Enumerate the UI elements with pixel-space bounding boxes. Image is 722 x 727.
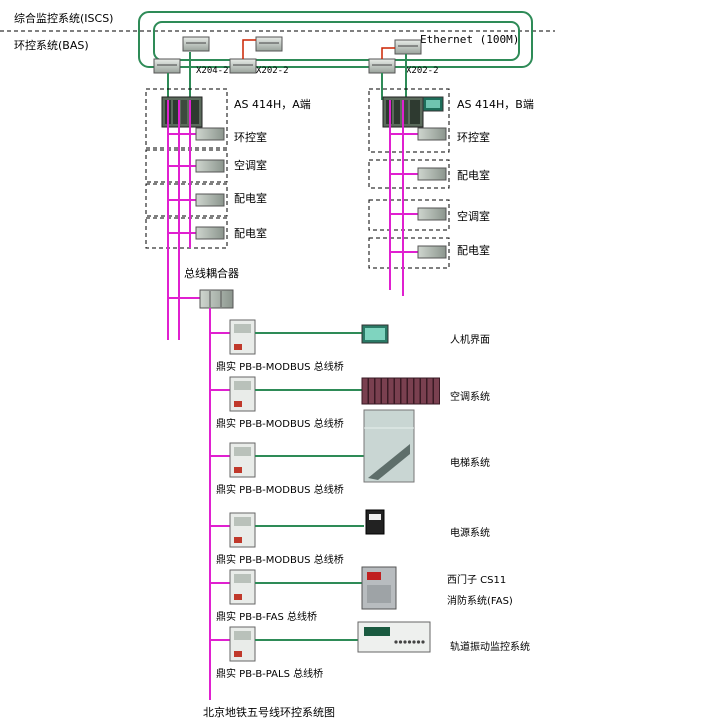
bridge-target-label: 人机界面 [450, 333, 490, 346]
power-supply-icon [365, 509, 385, 535]
plc-b-label: AS 414H，B端 [457, 98, 534, 111]
bus-bridge-device-icon [229, 569, 256, 605]
bridge-target-label: 电梯系统 [450, 456, 490, 469]
ethernet-ring-outer [138, 11, 533, 68]
bus-bridge-device-icon [229, 319, 256, 355]
bus-bridge-6: 鼎实 PB-B-PALS 总线桥 轨道振动监控系统 [210, 621, 530, 680]
vibration-instrument-icon [357, 621, 431, 653]
bus-bridge-2: 鼎实 PB-B-MODBUS 总线桥 空调系统 [210, 376, 490, 430]
bas-label: 环控系统(BAS) [14, 38, 89, 52]
switch-top-3 [394, 39, 422, 55]
switch-x202-2-a-label: X202-2 [256, 66, 289, 76]
room-b-io-1 [390, 127, 447, 141]
bridge-label: 鼎实 PB-B-MODBUS 总线桥 [216, 417, 344, 430]
room-b-label-1: 环控室 [457, 130, 490, 144]
ethernet-label: Ethernet (100M) [420, 33, 519, 46]
bus-bridge-device-icon [229, 442, 256, 478]
station-b-room2-box [368, 159, 450, 189]
station-a-room2-box [145, 149, 228, 183]
hmi-panel-icon [361, 324, 389, 344]
diagram-caption: 北京地铁五号线环控系统图 [203, 705, 335, 719]
room-a-label-1: 环控室 [234, 130, 267, 144]
bridge-target-label-2: 消防系统(FAS) [447, 594, 513, 607]
escalator-photo-icon [363, 409, 415, 483]
station-b-room3-box [368, 199, 450, 231]
switch-x202-2-b-label: X202-2 [406, 66, 439, 76]
room-b-label-3: 空调室 [457, 209, 490, 223]
room-b-io-4 [390, 245, 447, 259]
switch-x204-2 [153, 58, 181, 74]
bridge-target-label: 电源系统 [450, 526, 490, 539]
room-a-io-3 [168, 193, 225, 207]
switch-top-1 [182, 36, 210, 52]
bridge-label: 鼎实 PB-B-MODBUS 总线桥 [216, 553, 344, 566]
coupler-label: 总线耦合器 [184, 266, 239, 280]
station-b-room4-box [368, 237, 450, 269]
room-a-io-4 [168, 226, 225, 240]
bridge-label: 鼎实 PB-B-PALS 总线桥 [216, 667, 323, 680]
bridge-label: 鼎实 PB-B-MODBUS 总线桥 [216, 483, 344, 496]
plc-b-hmi-icon [422, 96, 444, 112]
room-a-label-3: 配电室 [234, 191, 267, 205]
plc-a-label: AS 414H，A端 [234, 98, 311, 111]
bridge-target-label: 空调系统 [450, 390, 490, 403]
room-a-label-2: 空调室 [234, 158, 267, 172]
station-b-plc-box [368, 88, 450, 153]
bridge-target-label: 轨道振动监控系统 [450, 640, 530, 653]
bridge-label: 鼎实 PB-B-FAS 总线桥 [216, 610, 317, 623]
room-b-label-4: 配电室 [457, 243, 490, 257]
switch-x204-2-label: X204-2 [196, 66, 229, 76]
red-link-a [242, 39, 256, 59]
bus-bridge-4: 鼎实 PB-B-MODBUS 总线桥 电源系统 [210, 509, 490, 566]
station-a-room3-box [145, 183, 228, 217]
bridge-target-label: 西门子 CS11 [447, 573, 506, 586]
room-b-label-2: 配电室 [457, 168, 490, 182]
bus-bridge-device-icon [229, 376, 256, 412]
bus-bridge-device-icon [229, 626, 256, 662]
room-a-io-1 [168, 127, 225, 141]
switch-x202-2-b [368, 58, 396, 74]
bus-bridge-1: 鼎实 PB-B-MODBUS 总线桥 人机界面 [210, 319, 490, 373]
ethernet-ring-inner [153, 21, 520, 61]
switch-top-2 [255, 36, 283, 52]
room-b-io-3 [390, 207, 447, 221]
room-a-io-2 [168, 159, 225, 173]
bus-bridge-device-icon [229, 512, 256, 548]
station-a-room4-box [145, 217, 228, 249]
fire-panel-icon [361, 566, 397, 610]
room-a-label-4: 配电室 [234, 226, 267, 240]
bus-bridge-5: 鼎实 PB-B-FAS 总线桥 西门子 CS11 消防系统(FAS) [210, 566, 513, 623]
bus-coupler-icon [199, 289, 234, 309]
switch-x202-2-a [229, 58, 257, 74]
iscs-label: 综合监控系统(ISCS) [14, 11, 113, 25]
air-conditioning-cabinets-icon [361, 377, 440, 405]
red-link-b [381, 47, 395, 59]
room-b-io-2 [390, 167, 447, 181]
bridge-label: 鼎实 PB-B-MODBUS 总线桥 [216, 360, 344, 373]
